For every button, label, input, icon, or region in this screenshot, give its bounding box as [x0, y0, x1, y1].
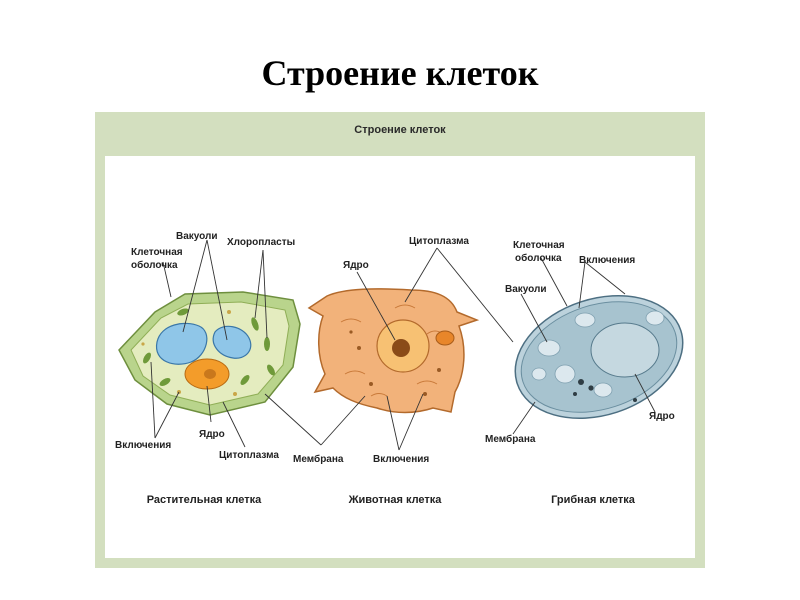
fungal-label-membrane: Мембрана: [485, 433, 536, 445]
animal-inclusions: [349, 330, 441, 396]
plant-cell: [118, 291, 301, 416]
plant-label-chloroplasts: Хлоропласты: [227, 237, 295, 248]
animal-label-inclusions: Включения: [373, 454, 429, 465]
plant-label-wall-line2: оболочка: [131, 259, 178, 271]
plant-nucleolus: [204, 369, 216, 379]
animal-label-cytoplasm: Цитоплазма: [409, 236, 469, 247]
panel-title: Строение клеток: [354, 124, 446, 136]
caption-animal-cell: Животная клетка: [348, 494, 443, 506]
animal-labels: Ядро Цитоплазма Мембрана Включения: [293, 236, 469, 465]
fungal-inclusions: [573, 379, 637, 402]
slide-title: Строение клеток: [261, 53, 539, 93]
fungal-nucleus: [590, 322, 660, 378]
fungal-cell: [514, 295, 684, 419]
fungal-label-wall-line1: Клеточная: [513, 240, 565, 251]
cells-diagram: Клеточная оболочка Вакуоли Хлоропласты В…: [115, 231, 684, 506]
caption-plant-cell: Растительная клетка: [147, 494, 262, 506]
fungal-labels: Клеточная оболочка Включения Вакуоли Ядр…: [485, 240, 675, 445]
fungal-vacuoles: [531, 310, 665, 398]
plant-label-cytoplasm: Цитоплазма: [219, 450, 279, 461]
fungal-label-inclusions: Включения: [579, 255, 635, 266]
plant-chloroplasts: [143, 308, 275, 386]
fungal-label-nucleus: Ядро: [649, 411, 675, 422]
plant-label-wall-line1: Клеточная: [131, 247, 183, 258]
plant-label-vacuoles: Вакуоли: [176, 231, 217, 242]
plant-vacuole-left: [156, 322, 208, 365]
animal-label-nucleus: Ядро: [343, 260, 369, 271]
animal-cytoplasm-texture: [340, 304, 444, 397]
fungal-label-vacuoles: Вакуоли: [505, 284, 546, 295]
diagram-panel: Строение клеток: [95, 112, 705, 568]
plant-labels: Клеточная оболочка Вакуоли Хлоропласты В…: [115, 231, 295, 461]
animal-organelle: [435, 330, 455, 346]
leader-lines: [150, 239, 656, 451]
animal-nucleolus: [392, 339, 410, 357]
animal-cell: [307, 288, 480, 414]
animal-label-membrane: Мембрана: [293, 453, 344, 465]
plant-vacuole-right: [212, 325, 252, 359]
plant-label-nucleus: Ядро: [199, 429, 225, 440]
plant-label-inclusions: Включения: [115, 440, 171, 451]
caption-fungal-cell: Грибная клетка: [551, 494, 636, 506]
fungal-label-wall-line2: оболочка: [515, 252, 562, 264]
